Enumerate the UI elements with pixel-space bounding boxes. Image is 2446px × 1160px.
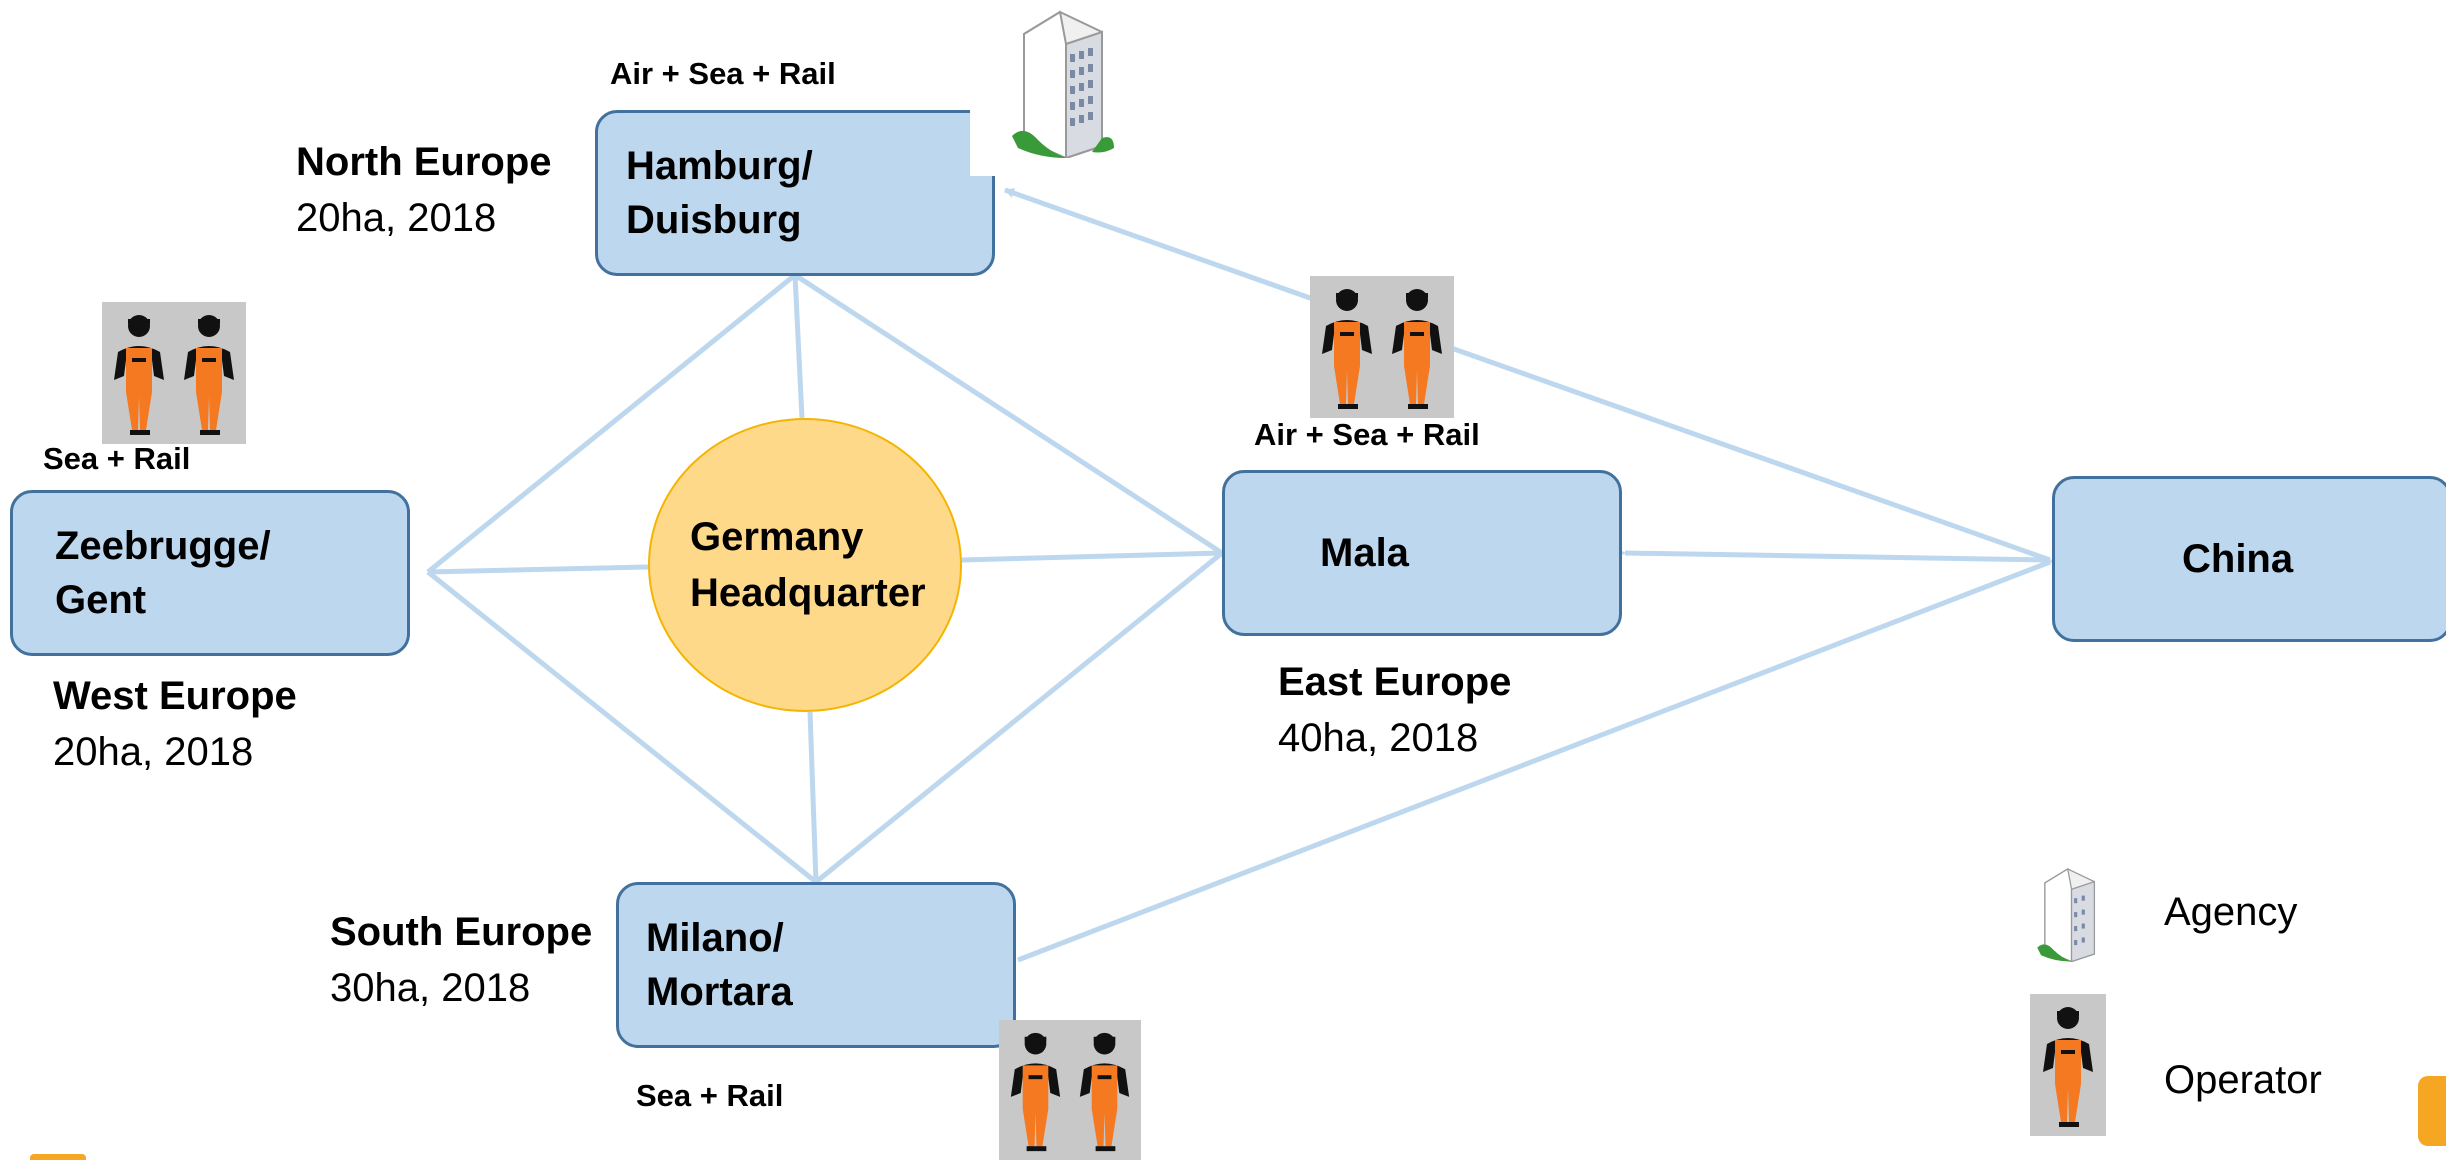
hub-line1: Germany [690,515,864,559]
region-north-detail: 20ha, 2018 [296,196,497,240]
hub-line2: Headquarter [690,571,926,615]
node-zeebrugge-line1: Zeebrugge/ [55,524,271,568]
office-building-icon [1012,10,1114,158]
node-hamburg-duisburg: Hamburg/ Duisburg [595,110,995,276]
region-south-detail: 30ha, 2018 [330,966,531,1010]
region-west-detail: 20ha, 2018 [53,730,254,774]
mode-hamburg: Air + Sea + Rail [610,56,836,91]
link-zeebrugge-milano [426,570,818,884]
node-milano-mortara: Milano/ Mortara [616,882,1016,1048]
worker-figure [1079,1032,1130,1152]
legend-agency-icon [2037,867,2096,962]
legend-agency-label: Agency [2164,890,2298,934]
link-hamburg-mala [793,272,1224,556]
worker-figure [184,315,234,435]
hamburg-corner-mask [970,108,998,176]
worker-figure [1392,289,1442,409]
worker-figure [1010,1032,1061,1152]
node-hamburg-line2: Duisburg [626,198,802,242]
hub-germany-headquarter: Germany Headquarter [648,418,962,712]
node-zeebrugge-gent: Zeebrugge/ Gent [10,490,410,656]
legend-operator-icon [2030,994,2106,1136]
region-west-name: West Europe [53,674,297,718]
mode-zeebrugge: Sea + Rail [43,441,191,476]
link-china-hamburg [1004,187,2051,563]
region-south-name: South Europe [330,910,593,954]
link-hamburg-hq [792,274,805,419]
node-milano-line2: Mortara [646,970,793,1014]
node-mala: Mala [1222,470,1622,636]
corner-accent-bottom-left [30,1154,86,1160]
region-east-detail: 40ha, 2018 [1278,716,1479,760]
legend-operator-label: Operator [2164,1058,2322,1102]
operator-pair-icon-milano [999,1020,1141,1160]
node-hamburg-line1: Hamburg/ [626,144,813,188]
mode-mala: Air + Sea + Rail [1254,417,1480,452]
node-china: China [2052,476,2446,642]
mode-milano: Sea + Rail [636,1078,784,1113]
link-zeebrugge-hq [427,564,649,575]
worker-figure [1322,289,1372,409]
node-milano-line1: Milano/ [646,916,784,960]
node-zeebrugge-line2: Gent [55,578,147,622]
link-hamburg-zeebrugge [426,273,797,574]
link-mala-china [1615,547,2051,565]
region-east-name: East Europe [1278,660,1512,704]
link-mala-milano [814,551,1224,884]
operator-pair-icon-mala [1310,276,1454,418]
corner-accent-right [2418,1076,2446,1146]
node-china-label: China [2182,537,2294,581]
link-china-milano [1017,554,2061,963]
link-hq-milano [807,711,819,883]
node-mala-label: Mala [1320,531,1409,575]
worker-figure [114,315,164,435]
region-north-name: North Europe [296,140,552,184]
worker-figure [2043,1007,2093,1127]
link-hq-mala [961,550,1223,563]
operator-pair-icon-zeebrugge [102,302,246,444]
